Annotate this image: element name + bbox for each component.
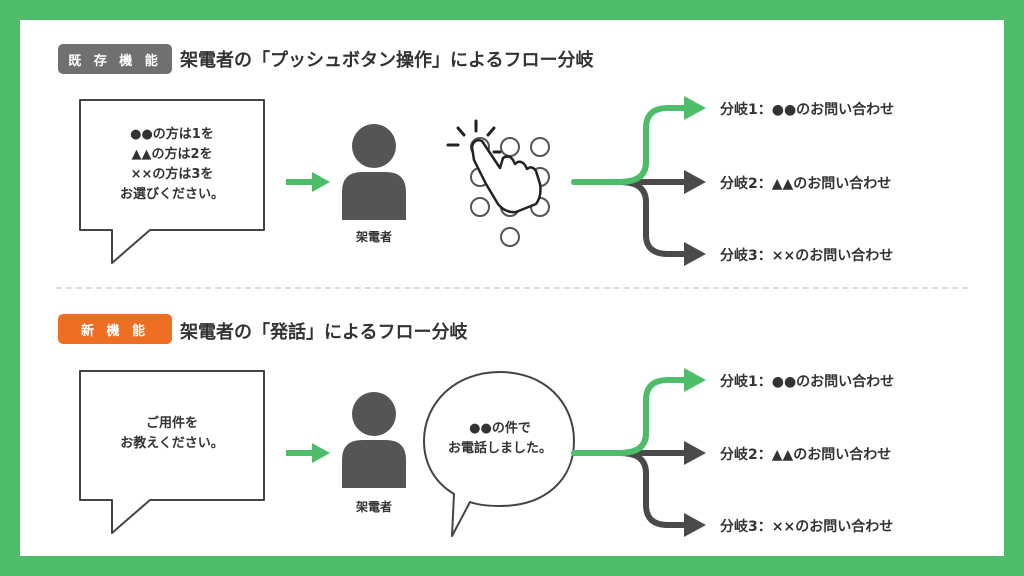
branch-label-1-existing: 分岐1：●●のお問い合わせ bbox=[720, 102, 895, 118]
branch-label-3-new: 分岐3：××のお問い合わせ bbox=[720, 519, 894, 535]
branch-label-2-new: 分岐2：▲▲のお問い合わせ bbox=[720, 447, 892, 463]
caller-icon-new bbox=[342, 392, 406, 488]
speech-line: お電話しました。 bbox=[447, 441, 552, 456]
guidance-line: お選びください。 bbox=[119, 187, 224, 202]
speech-line: ●●の件で bbox=[469, 421, 531, 436]
guidance-line: ××の方は3を bbox=[130, 167, 214, 182]
guidance-bubble-new bbox=[79, 370, 265, 534]
branch-arrows-new bbox=[571, 377, 691, 528]
existing-feature-badge: 既 存 機 能 bbox=[58, 44, 172, 74]
branch1-arrowhead-existing bbox=[684, 96, 706, 120]
guidance-bubble-existing bbox=[79, 99, 265, 264]
speech-text-new: ●●の件で お電話しました。 bbox=[430, 419, 570, 459]
guidance-text-new: ご用件を お教えください。 bbox=[100, 414, 244, 454]
branch-arrows-existing bbox=[571, 105, 691, 257]
branch-label-2-existing: 分岐2：▲▲のお問い合わせ bbox=[720, 176, 892, 192]
guidance-text-existing: ●●の方は1を ▲▲の方は2を ××の方は3を お選びください。 bbox=[100, 125, 244, 205]
speech-bubble-new bbox=[423, 371, 575, 537]
existing-section-title: 架電者の「プッシュボタン操作」によるフロー分岐 bbox=[180, 50, 594, 71]
branch3-arrowhead-existing bbox=[684, 242, 706, 266]
branch2-arrowhead-existing bbox=[684, 170, 706, 194]
guidance-line: お教えください。 bbox=[120, 436, 224, 451]
caller-icon-existing bbox=[342, 124, 406, 220]
new-feature-badge: 新 機 能 bbox=[58, 314, 172, 344]
pointing-hand-icon bbox=[470, 139, 542, 214]
branch3-arrowhead-new bbox=[684, 513, 706, 537]
flow-arrow-existing bbox=[286, 172, 330, 192]
tap-rays-icon bbox=[446, 119, 502, 154]
branch-label-3-existing: 分岐3：××のお問い合わせ bbox=[720, 248, 894, 264]
caller-label-existing: 架電者 bbox=[355, 230, 392, 244]
section-divider bbox=[56, 287, 968, 289]
branch2-arrowhead-new bbox=[684, 441, 706, 465]
new-section-title: 架電者の「発話」によるフロー分岐 bbox=[180, 322, 468, 343]
branch1-arrowhead-new bbox=[684, 368, 706, 392]
branch-label-1-new: 分岐1：●●のお問い合わせ bbox=[720, 374, 895, 390]
guidance-line: ●●の方は1を bbox=[130, 127, 214, 142]
guidance-line: ▲▲の方は2を bbox=[131, 147, 213, 162]
guidance-line: ご用件を bbox=[145, 416, 198, 431]
caller-label-new: 架電者 bbox=[355, 500, 392, 514]
flow-arrow-new bbox=[286, 443, 330, 463]
